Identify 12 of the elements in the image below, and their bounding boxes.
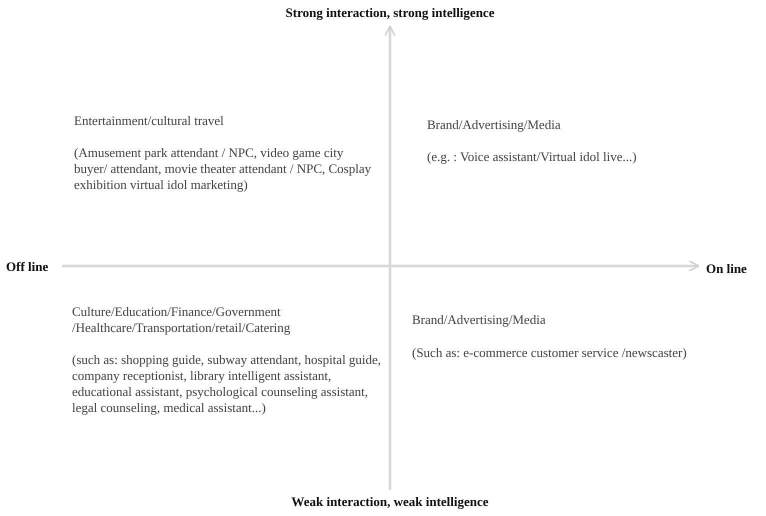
example-text: (such as: shopping guide, subway attendant, hospital guide, company receptionist, library intelligent assistant, educational assistant, psychological counseling assistant, legal counseling, medical assistant...) <box>72 352 382 415</box>
axis-label: Off line <box>6 259 48 274</box>
category-heading: Brand/Advertising/Media <box>427 117 561 132</box>
axis-label: Weak interaction, weak intelligence <box>291 494 489 509</box>
axis-label: On line <box>706 261 747 276</box>
category-heading: Culture/Education/Finance/Government /Healthcare/Transportation/retail/Catering <box>72 304 290 335</box>
category-heading: Entertainment/cultural travel <box>74 113 224 128</box>
example-text: (Amusement park attendant / NPC, video game city buyer/ attendant, movie theater attendant / NPC, Cosplay exhibition virtual idol marketing) <box>74 145 372 192</box>
example-text: (Such as: e-commerce customer service /newscaster) <box>412 345 687 360</box>
category-heading: Brand/Advertising/Media <box>412 312 546 327</box>
axis-label: Strong interaction, strong intelligence <box>286 5 494 20</box>
example-text: (e.g. : Voice assistant/Virtual idol live...) <box>427 149 637 164</box>
